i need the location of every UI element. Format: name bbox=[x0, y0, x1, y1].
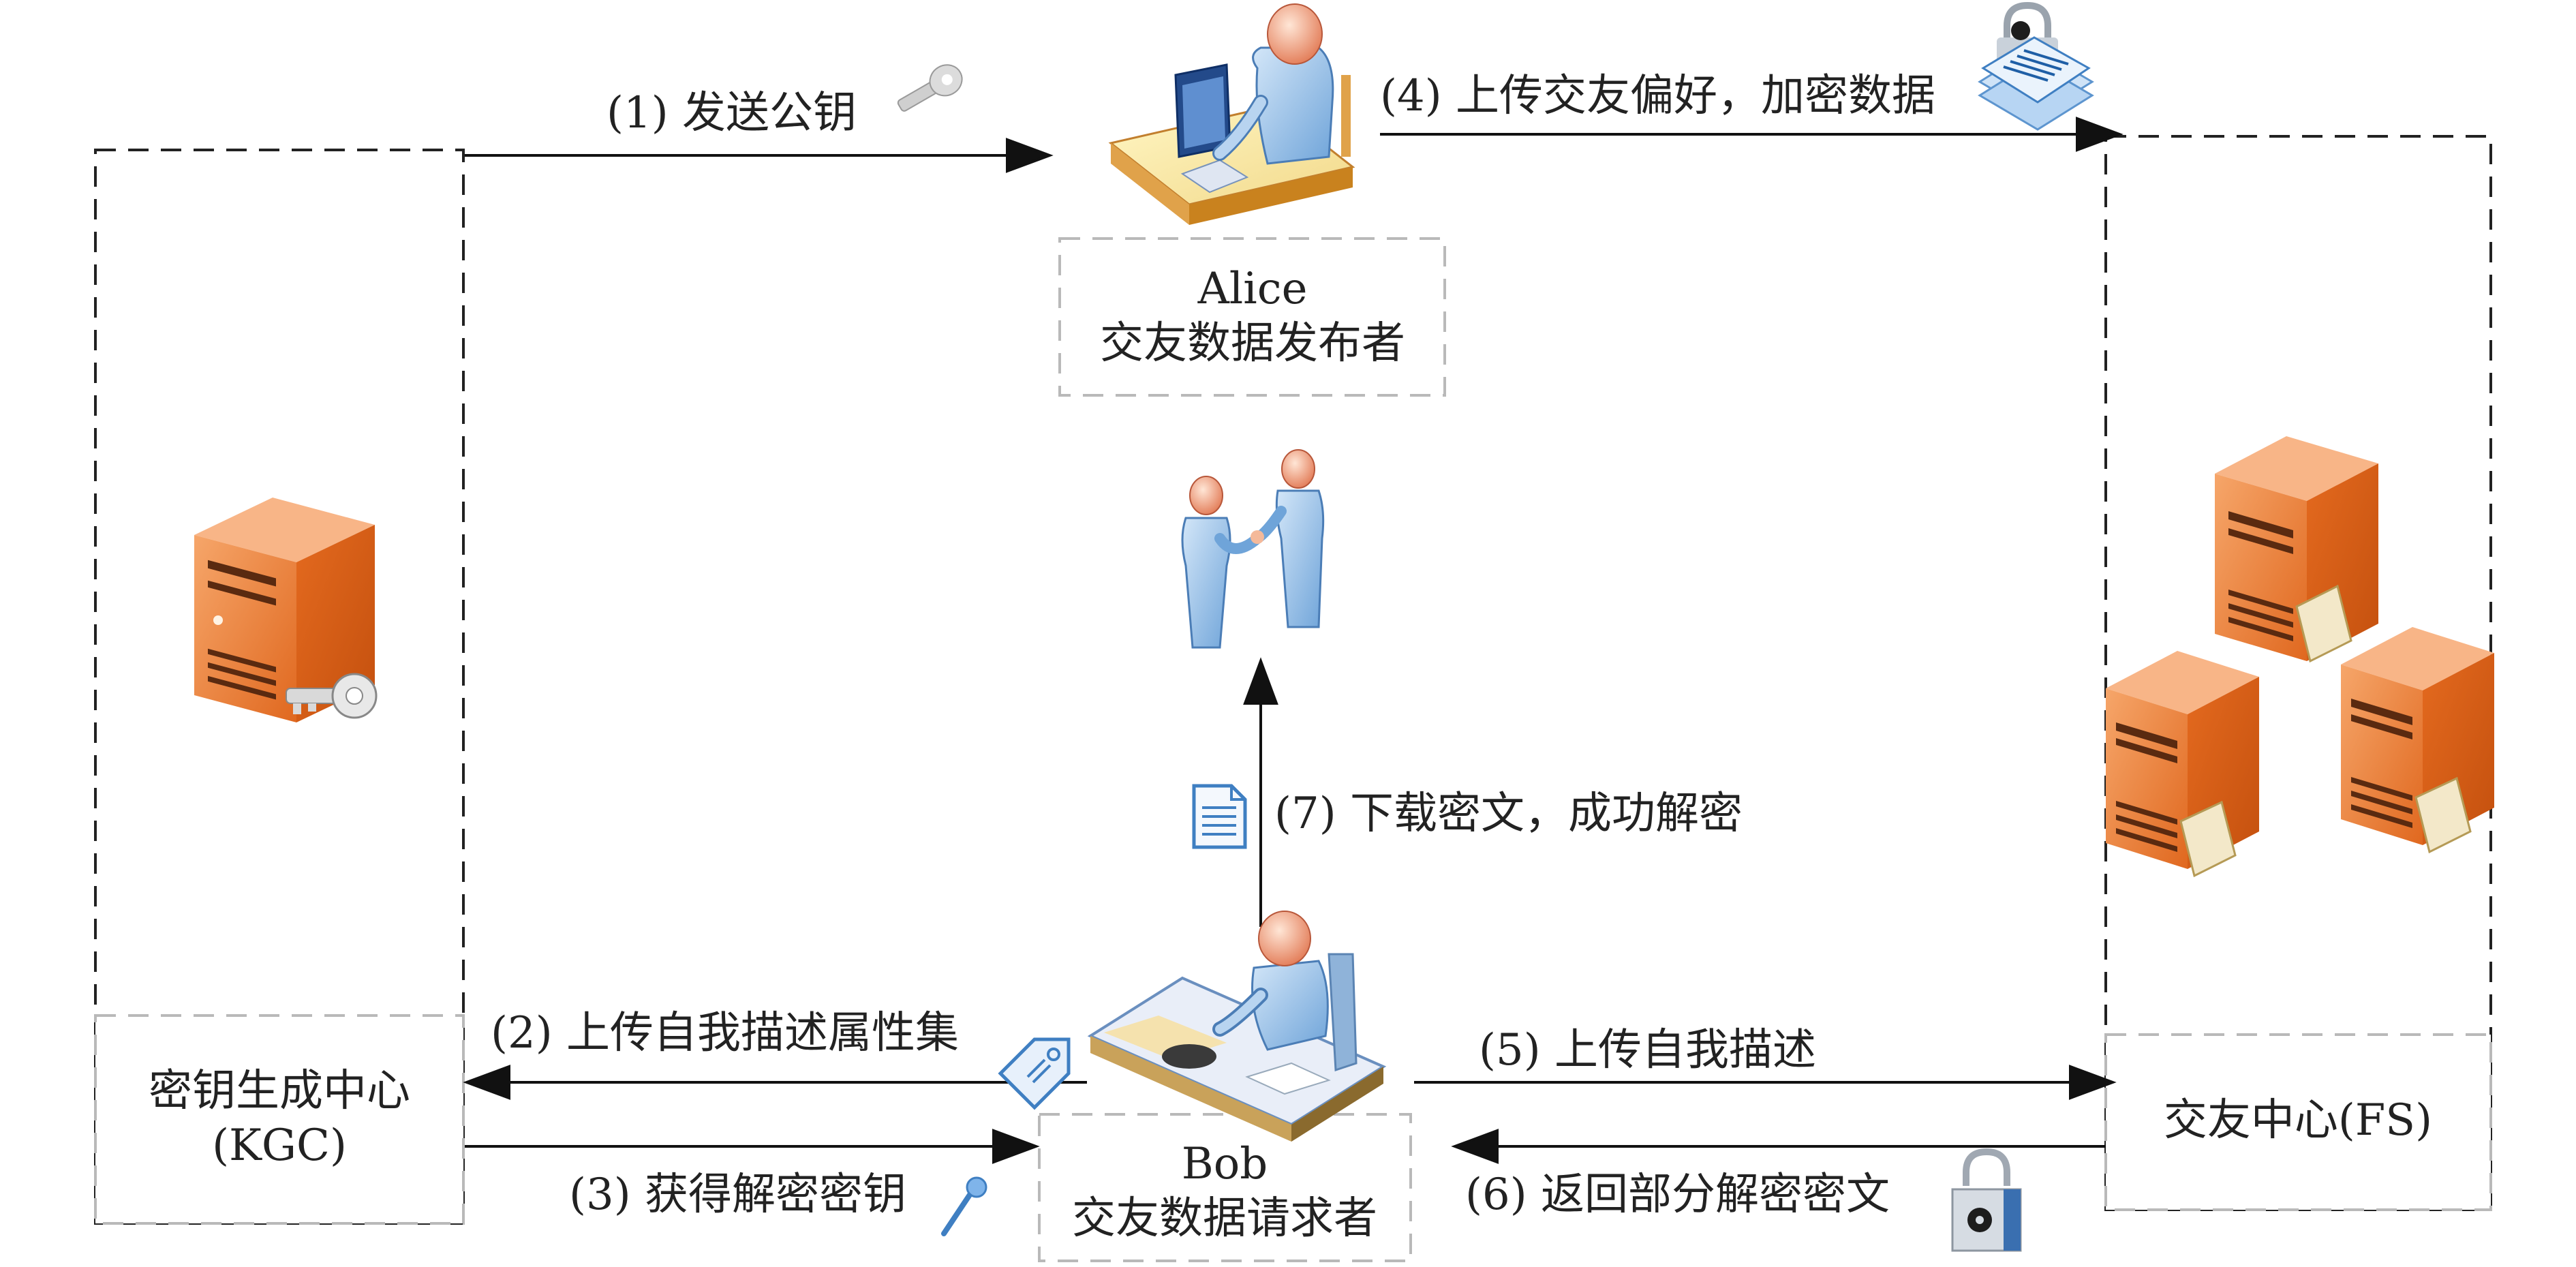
document-icon bbox=[1192, 784, 1247, 849]
kgc-abbr: (KGC) bbox=[212, 1120, 347, 1171]
fs-label-box bbox=[2104, 1033, 2492, 1211]
edge-4-label: (4) 上传交友偏好，加密数据 bbox=[1380, 71, 1935, 121]
kgc-name: 密钥生成中心 bbox=[149, 1066, 410, 1116]
bob-label-box bbox=[1038, 1113, 1412, 1262]
server-icon bbox=[194, 498, 375, 722]
edge-6-label: (6) 返回部分解密密文 bbox=[1465, 1170, 1890, 1220]
padlock-icon bbox=[1951, 1148, 2022, 1252]
kgc-label-box bbox=[94, 1014, 465, 1225]
key-icon-kgc bbox=[286, 673, 378, 719]
edge-6-arrowhead bbox=[1451, 1129, 1499, 1164]
handshake-icon bbox=[1181, 449, 1325, 649]
bob-role: 交友数据请求者 bbox=[1072, 1193, 1377, 1244]
edge-1-arrowhead bbox=[1006, 138, 1054, 173]
edge-2-label: (2) 上传自我描述属性集 bbox=[491, 1008, 959, 1058]
alice-label-box bbox=[1058, 237, 1446, 397]
edge-4-arrowhead bbox=[2076, 117, 2123, 152]
edge-3-arrowhead bbox=[992, 1129, 1040, 1164]
fs-name: 交友中心(FS) bbox=[2163, 1095, 2433, 1146]
edge-5-arrowhead bbox=[2069, 1065, 2117, 1100]
edge-7-label: (7) 下载密文，成功解密 bbox=[1274, 789, 1743, 839]
alice-name: Alice bbox=[1197, 264, 1308, 314]
server-icon bbox=[2341, 627, 2494, 854]
person-at-desk-icon bbox=[1108, 3, 1355, 225]
server-icon bbox=[2106, 651, 2259, 878]
edge-3-label: (3) 获得解密密钥 bbox=[569, 1170, 906, 1220]
kgc-outer-box bbox=[94, 149, 465, 1225]
bob-name: Bob bbox=[1181, 1139, 1268, 1189]
edge-7-arrowhead bbox=[1243, 657, 1278, 705]
person-at-desk-icon bbox=[1087, 911, 1387, 1142]
edge-1-label: (1) 发送公钥 bbox=[607, 88, 857, 138]
edge-5-label: (5) 上传自我描述 bbox=[1479, 1025, 1816, 1075]
alice-role: 交友数据发布者 bbox=[1100, 318, 1405, 369]
encrypted-document-icon bbox=[1978, 1, 2094, 131]
key-icon bbox=[897, 64, 963, 112]
tag-icon bbox=[998, 1037, 1071, 1110]
edge-2-arrowhead bbox=[463, 1065, 510, 1100]
pin-key-icon bbox=[941, 1176, 987, 1236]
server-icon bbox=[2215, 436, 2378, 663]
